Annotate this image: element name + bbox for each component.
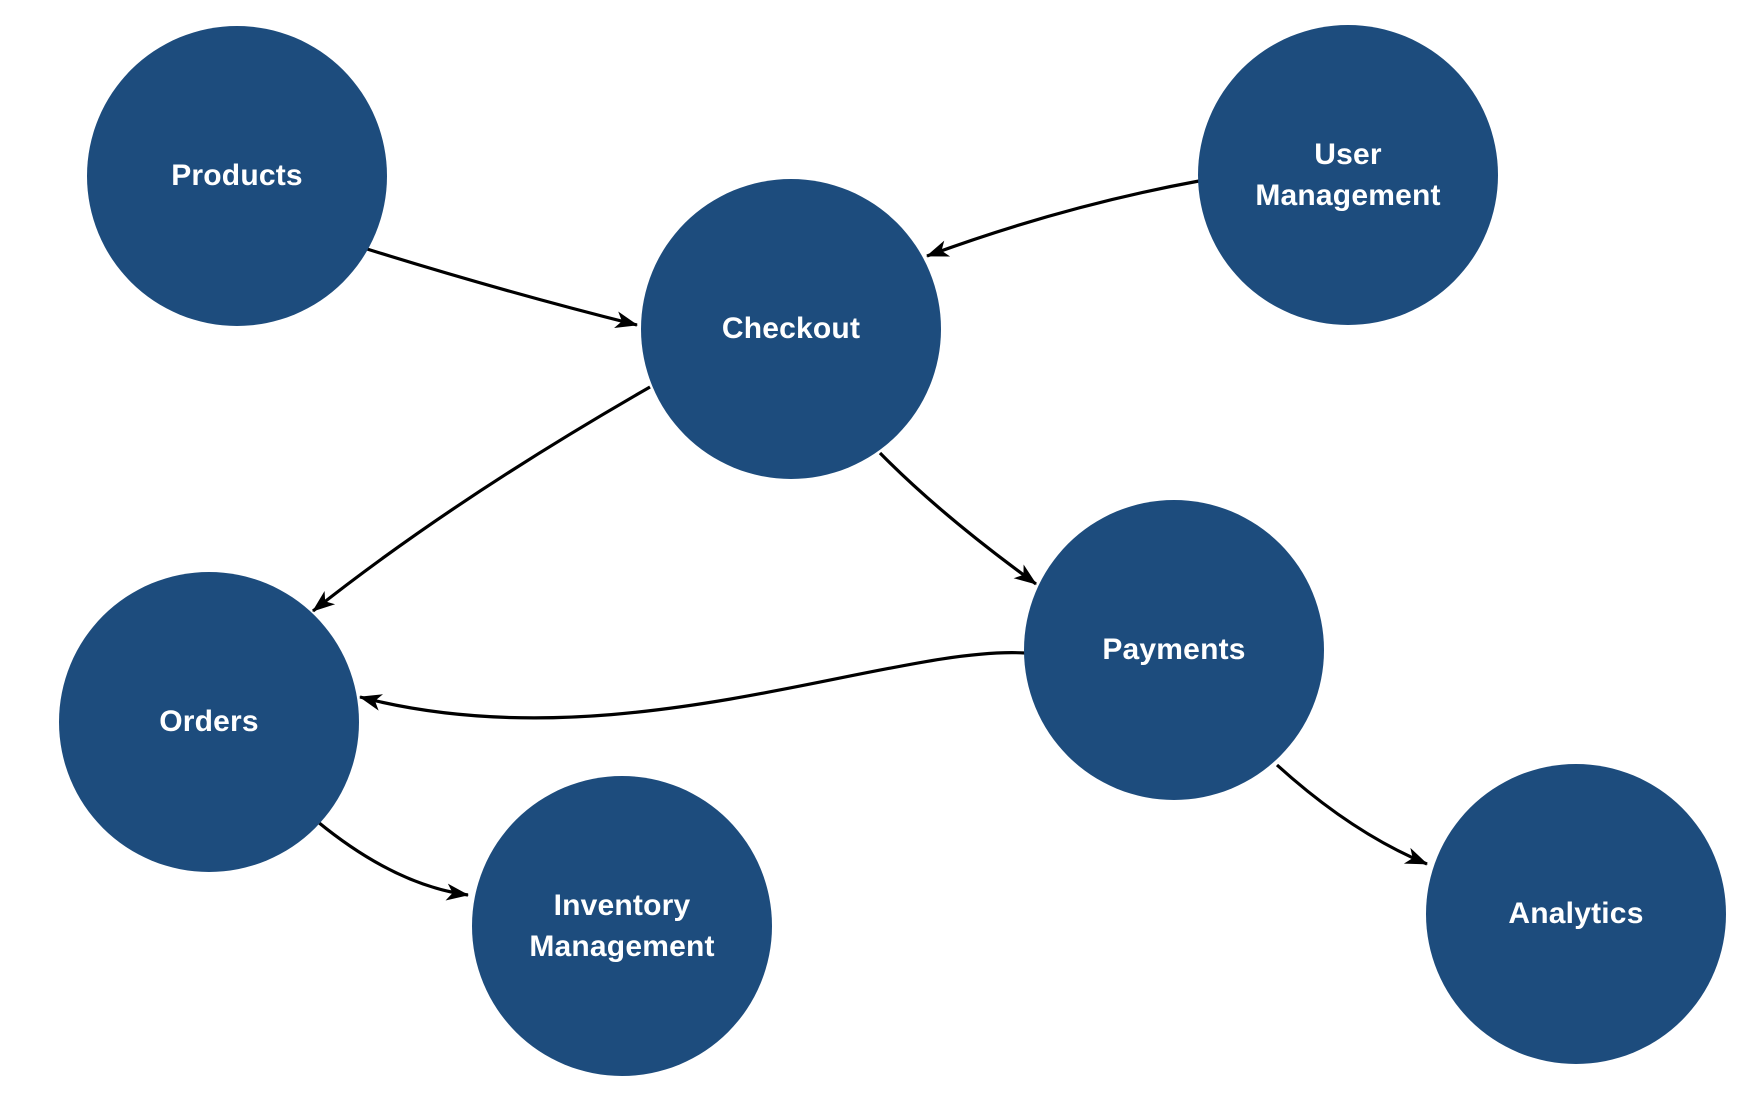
node-orders: Orders [59,572,359,872]
edge-checkout-to-orders [312,385,651,613]
edge-orders-to-inventory-management [316,820,469,901]
edge-checkout-to-payments [878,451,1037,586]
node-label-orders: Orders [159,705,259,739]
edge-payments-to-analytics [1275,763,1428,866]
node-label-checkout: Checkout [721,312,861,346]
edge-products-to-checkout [366,247,638,329]
node-payments: Payments [1024,500,1324,800]
edge-user-management-to-checkout [926,179,1200,258]
node-label-analytics: Analytics [1508,897,1644,931]
node-analytics: Analytics [1426,764,1726,1064]
node-checkout: Checkout [641,179,941,479]
edge-payments-to-orders [359,651,1026,720]
node-label-payments: Payments [1102,633,1246,667]
node-products: Products [87,26,387,326]
node-label-products: Products [171,159,303,193]
